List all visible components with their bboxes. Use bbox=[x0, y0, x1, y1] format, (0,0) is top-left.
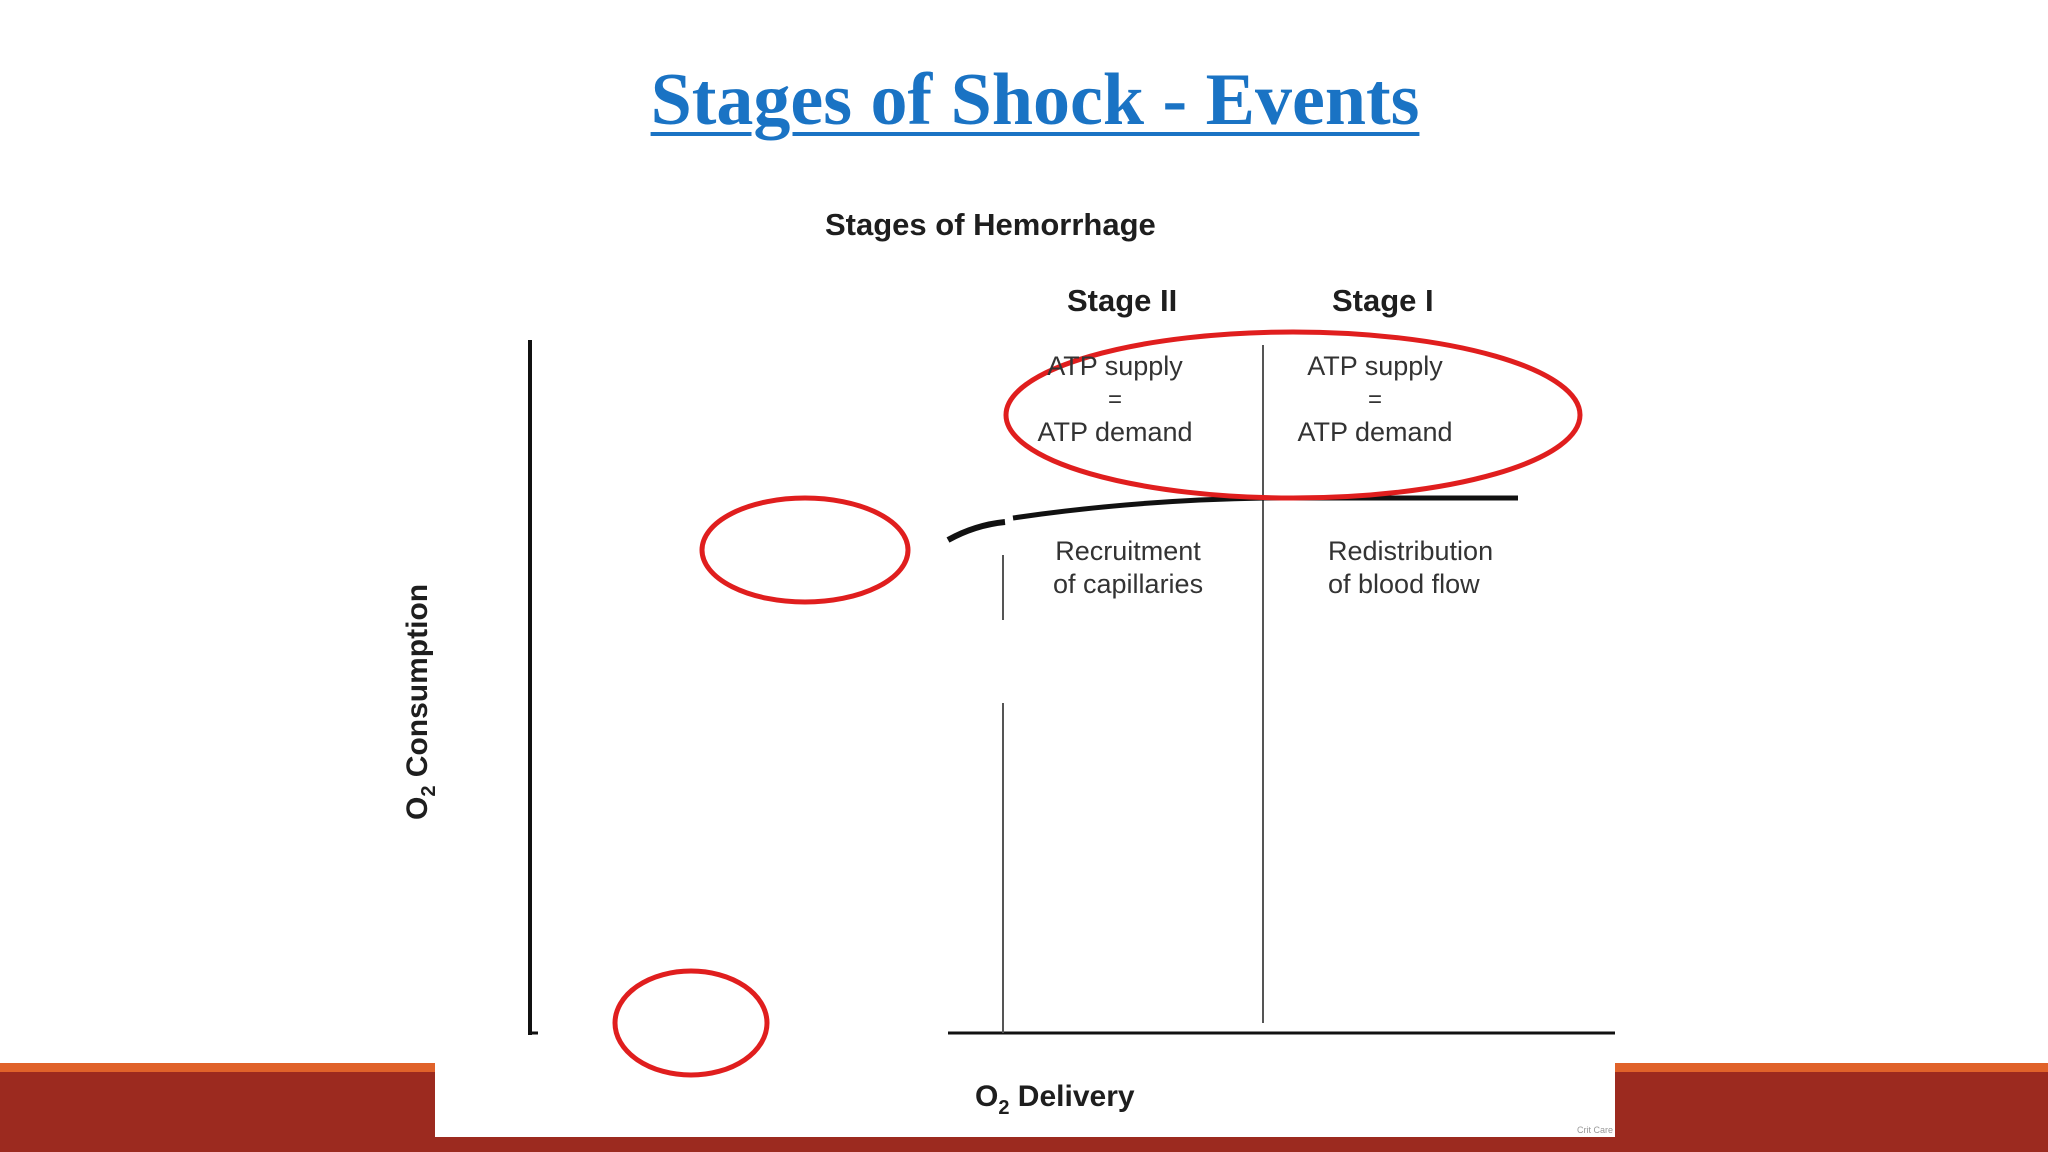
highlight-curve-start-ellipse bbox=[699, 495, 911, 605]
stage-2-atp-balance: ATP supply = ATP demand bbox=[1015, 350, 1215, 449]
oxygen-consumption-plateau bbox=[1012, 495, 1518, 521]
figure-graphics bbox=[528, 329, 1615, 1078]
equals-sign: = bbox=[1107, 386, 1122, 413]
chart-title: Stages of Hemorrhage bbox=[825, 207, 1156, 242]
y-axis-label: O2 Consumption bbox=[401, 583, 440, 820]
mechanism-line: Redistribution bbox=[1328, 536, 1494, 566]
figure-credit: Crit Care bbox=[1576, 1125, 1613, 1135]
stage-1-mechanism: Redistribution of blood flow bbox=[1328, 535, 1493, 601]
equals-sign: = bbox=[1367, 386, 1382, 413]
hemorrhage-figure: Stages of Hemorrhage Stage II Stage I AT… bbox=[401, 195, 1615, 1137]
stage-1-atp-balance: ATP supply = ATP demand bbox=[1275, 350, 1475, 449]
highlight-atp-ellipse bbox=[1003, 329, 1583, 501]
mechanism-line: Recruitment bbox=[1055, 536, 1201, 566]
atp-demand-label: ATP demand bbox=[1037, 417, 1193, 447]
mechanism-line: of capillaries bbox=[1053, 569, 1204, 599]
stage-1-label: Stage I bbox=[1332, 283, 1434, 318]
atp-supply-label: ATP supply bbox=[1047, 351, 1183, 381]
mechanism-line: of blood flow bbox=[1328, 569, 1480, 599]
x-axis-label: O2 Delivery bbox=[975, 1080, 1135, 1119]
atp-supply-label: ATP supply bbox=[1307, 351, 1443, 381]
slide-title: Stages of Shock - Events bbox=[650, 59, 1420, 141]
highlight-origin-ellipse bbox=[612, 968, 770, 1078]
oxygen-consumption-curve bbox=[946, 519, 1006, 543]
atp-demand-label: ATP demand bbox=[1297, 417, 1453, 447]
stage-2-mechanism: Recruitment of capillaries bbox=[1053, 535, 1203, 601]
stage-2-label: Stage II bbox=[1067, 283, 1178, 318]
